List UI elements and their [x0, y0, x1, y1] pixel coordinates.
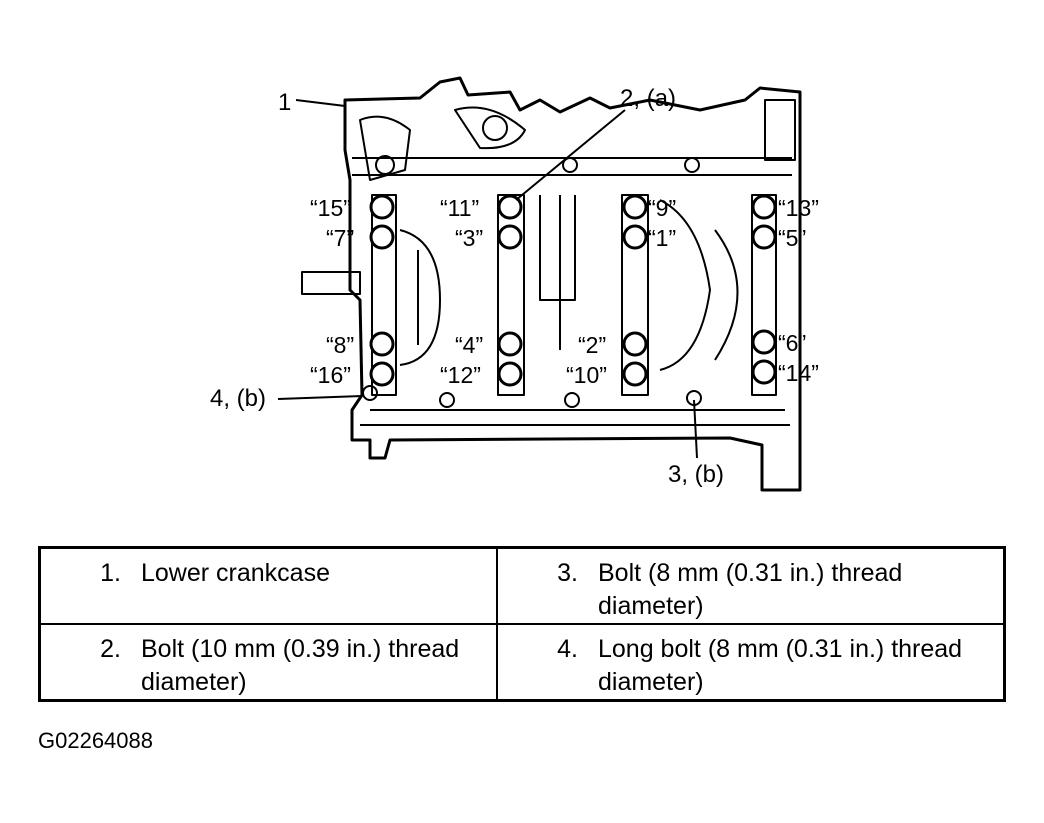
- bolt-label-3: “3”: [455, 225, 483, 251]
- bolt-label-9: “9”: [648, 195, 676, 221]
- bolt-label-12: “12”: [440, 362, 481, 388]
- legend-cell: 2. Bolt (10 mm (0.39 in.) thread diamete…: [40, 624, 497, 700]
- bolt-14: [751, 359, 777, 385]
- bolt-5: [751, 224, 777, 250]
- legend-cell: 1. Lower crankcase: [40, 548, 497, 624]
- legend-description: Lower crankcase: [141, 559, 330, 587]
- bolt-label-14: “14”: [778, 360, 819, 386]
- bolt-12: [497, 361, 523, 387]
- crankcase-body: [301, 76, 802, 492]
- legend-number: 4.: [557, 635, 578, 663]
- bolt-11: [497, 194, 523, 220]
- leader-lines: [277, 99, 698, 459]
- bolt-16: [369, 361, 395, 387]
- legend-number: 2.: [100, 635, 121, 663]
- bolt-label-2: “2”: [578, 332, 606, 358]
- bolt-8: [369, 331, 395, 357]
- dowel-holes: [362, 157, 702, 408]
- callout-1: 1: [278, 89, 291, 116]
- bolt-label-1: “1”: [648, 225, 676, 251]
- bolt-3: [497, 224, 523, 250]
- bolt-4: [497, 331, 523, 357]
- bolt-label-13: “13”: [778, 195, 819, 221]
- bolt-label-7: “7”: [326, 225, 354, 251]
- bolt-7: [369, 224, 395, 250]
- bolt-label-11: “11”: [440, 195, 479, 221]
- legend-description: Bolt (10 mm (0.39 in.) thread diameter): [141, 635, 460, 696]
- callout-3b: 3, (b): [668, 461, 724, 488]
- numbered-bolts: [369, 194, 777, 387]
- bolt-label-4: “4”: [455, 332, 483, 358]
- legend-description: Bolt (8 mm (0.31 in.) thread diameter): [598, 559, 903, 620]
- legend-description: Long bolt (8 mm (0.31 in.) thread diamet…: [598, 635, 963, 696]
- bolt-15: [369, 194, 395, 220]
- bolt-9: [622, 194, 648, 220]
- bolt-label-10: “10”: [566, 362, 607, 388]
- callout-2a: 2, (a): [620, 85, 676, 112]
- bolt-10: [622, 361, 648, 387]
- crankcase-diagram: 1 2, (a) 3, (b) 4, (b) “15” “7” “8” “16”…: [210, 76, 819, 492]
- legend-table: 1. Lower crankcase 3. Bolt (8 mm (0.31 i…: [38, 546, 1006, 702]
- bolt-6: [751, 329, 777, 355]
- bolt-label-15: “15”: [310, 195, 351, 221]
- bolt-label-5: “5”: [778, 225, 806, 251]
- bolt-label-16: “16”: [310, 362, 351, 388]
- bolt-label-6: “6”: [778, 330, 806, 356]
- legend-cell: 3. Bolt (8 mm (0.31 in.) thread diameter…: [497, 548, 1004, 624]
- callout-4b: 4, (b): [210, 385, 266, 412]
- legend-cell: 4. Long bolt (8 mm (0.31 in.) thread dia…: [497, 624, 1004, 700]
- legend-number: 3.: [557, 559, 578, 587]
- figure-id: G02264088: [38, 728, 153, 753]
- bolt-label-8: “8”: [326, 332, 354, 358]
- bolt-13: [751, 194, 777, 220]
- bolt-2: [622, 331, 648, 357]
- legend-number: 1.: [100, 559, 121, 587]
- bolt-1: [622, 224, 648, 250]
